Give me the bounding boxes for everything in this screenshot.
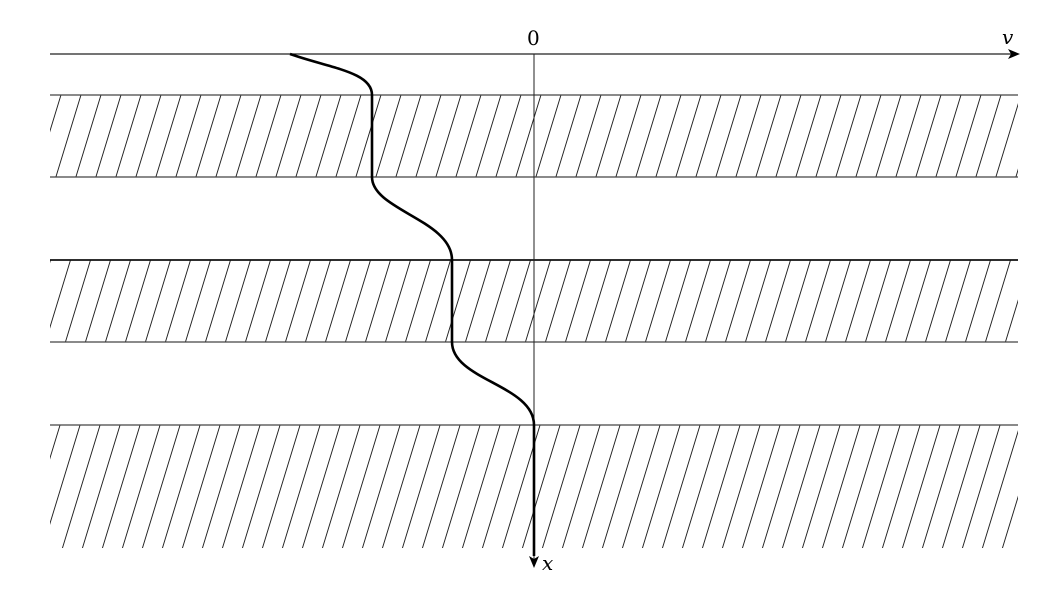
x-axis-label: x [542, 551, 553, 575]
x-axis-arrow-icon [529, 556, 539, 568]
profile-curve [289, 52, 536, 556]
origin-label: 0 [527, 26, 540, 50]
v-axis-label: v [1002, 25, 1014, 49]
v-axis-arrow-icon [1008, 49, 1020, 59]
